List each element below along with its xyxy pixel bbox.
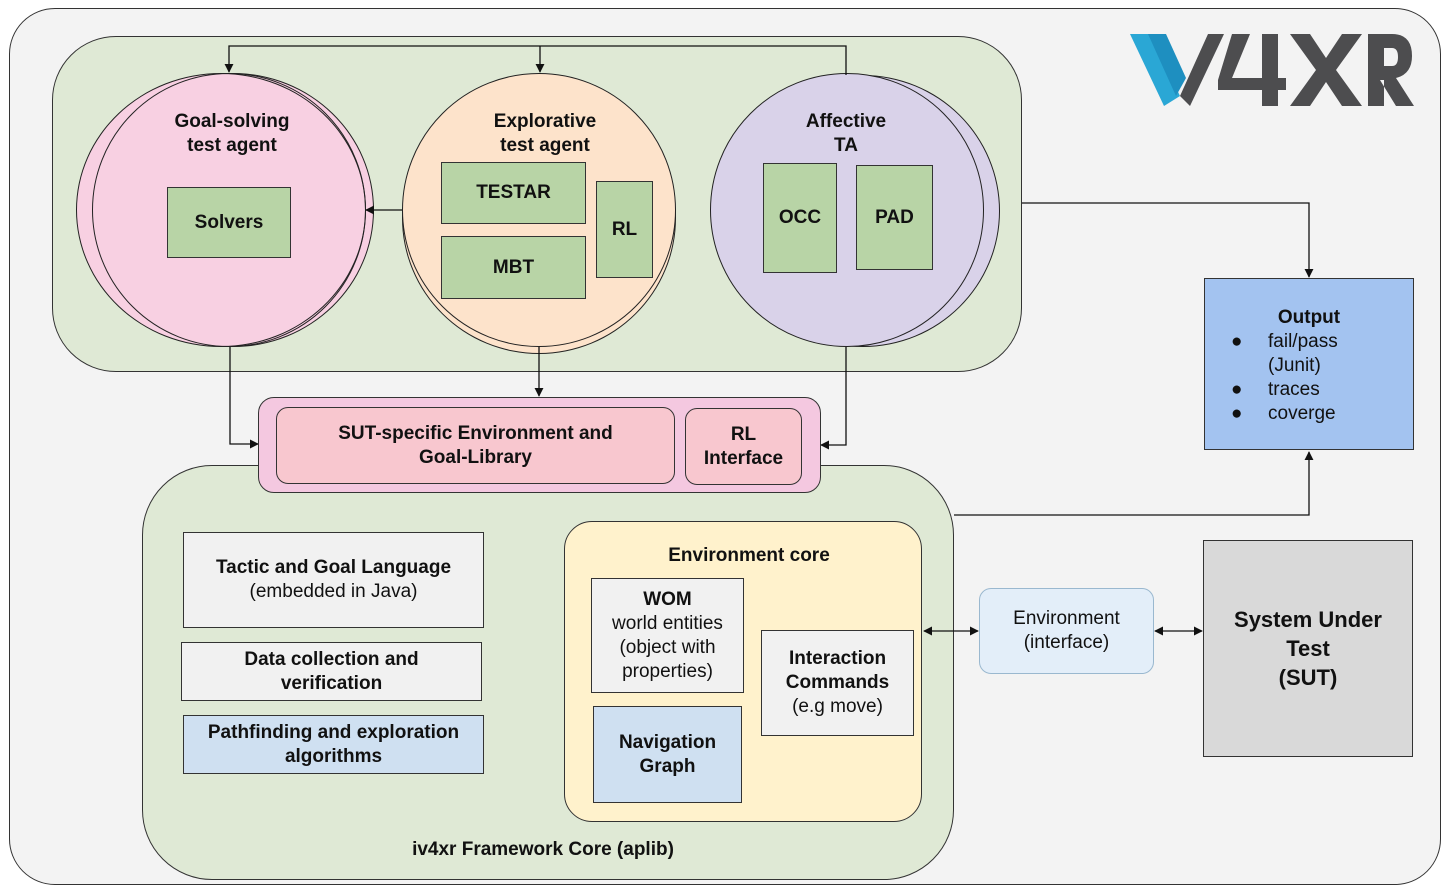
sut-line-1: System Under	[1234, 607, 1382, 632]
wom-line-1: world entities	[612, 612, 723, 634]
tactic-language-box: Tactic and Goal Language (embedded in Ja…	[183, 532, 484, 628]
bullet-icon: ●	[1231, 379, 1243, 400]
sut-box: System Under Test (SUT)	[1203, 540, 1413, 757]
pathfinding-line-1: Pathfinding and exploration	[207, 721, 460, 743]
affective-agent-circle	[710, 73, 984, 347]
testar-label: TESTAR	[476, 182, 551, 203]
data-collection-line-2: verification	[280, 672, 383, 694]
rl-interface-box: RL Interface	[685, 408, 802, 485]
interaction-commands-line-1: Interaction	[788, 648, 887, 669]
framework-core-title: iv4xr Framework Core (aplib)	[412, 839, 674, 860]
environment-interface-line-2: (interface)	[1023, 632, 1110, 653]
affective-agent-title-line-2: TA	[834, 135, 858, 156]
rl-box: RL	[596, 181, 653, 278]
data-collection-line-1: Data collection and	[244, 648, 419, 670]
mbt-label: MBT	[492, 256, 535, 278]
navigation-graph-box: Navigation Graph	[593, 706, 742, 803]
wom-title: WOM	[643, 588, 692, 610]
data-collection-box: Data collection and verification	[181, 642, 482, 701]
solvers-label: Solvers	[194, 211, 264, 233]
output-item-line: (Junit)	[1268, 355, 1321, 376]
wom-line-2: (object with	[619, 636, 716, 658]
environment-interface-line-1: Environment	[1013, 608, 1120, 629]
solvers-box: Solvers	[167, 187, 291, 258]
tactic-language-title: Tactic and Goal Language	[215, 557, 452, 578]
goal-agent-title-line-1: Goal-solving	[174, 111, 290, 132]
interaction-commands-box: Interaction Commands (e.g move)	[761, 630, 914, 736]
tactic-language-subtitle: (embedded in Java)	[249, 581, 418, 602]
affective-agent-title: Affective TA	[746, 110, 946, 158]
pad-label: PAD	[875, 206, 914, 228]
bullet-icon: ●	[1231, 403, 1243, 424]
pathfinding-line-2: algorithms	[284, 745, 383, 767]
interaction-commands-line-3: (e.g move)	[792, 696, 883, 717]
occ-box: OCC	[763, 163, 837, 273]
testar-box: TESTAR	[441, 162, 586, 224]
wom-line-3: properties)	[622, 660, 713, 682]
wom-box: WOM world entities (object with properti…	[591, 578, 744, 693]
rl-interface-line-1: RL	[730, 423, 757, 445]
output-item-coverge: ● coverge	[1205, 402, 1413, 426]
sut-line-2: Test	[1286, 636, 1330, 661]
bullet-icon: ●	[1231, 331, 1243, 352]
environment-core-title: Environment core	[668, 545, 830, 566]
rl-interface-line-2: Interface	[703, 447, 784, 469]
navigation-graph-line-2: Graph	[639, 755, 696, 777]
sut-environment-line-2: Goal-Library	[419, 446, 532, 468]
goal-agent-title-line-2: test agent	[187, 135, 277, 156]
goal-agent-title: Goal-solving test agent	[132, 110, 332, 158]
output-title: Output	[1277, 307, 1341, 328]
output-box: Output ● fail/pass (Junit) ● traces ● co…	[1204, 278, 1414, 450]
sut-line-3: (SUT)	[1278, 665, 1338, 690]
output-list: ● fail/pass (Junit) ● traces ● coverge	[1205, 330, 1413, 426]
affective-agent-title-line-1: Affective	[805, 111, 887, 132]
output-item-line: traces	[1268, 379, 1320, 400]
rl-label: RL	[611, 218, 638, 240]
output-item-line: fail/pass	[1268, 331, 1338, 352]
pathfinding-box: Pathfinding and exploration algorithms	[183, 715, 484, 774]
output-item-line: coverge	[1268, 403, 1336, 424]
pad-box: PAD	[856, 165, 933, 270]
mbt-box: MBT	[441, 236, 586, 299]
occ-label: OCC	[778, 207, 822, 228]
sut-environment-box: SUT-specific Environment and Goal-Librar…	[276, 407, 675, 484]
navigation-graph-line-1: Navigation	[618, 731, 717, 753]
output-item-traces: ● traces	[1205, 378, 1413, 402]
explorative-agent-title: Explorative test agent	[445, 110, 645, 158]
output-item-fail-pass: ● fail/pass (Junit)	[1205, 330, 1413, 378]
explorative-agent-title-line-1: Explorative	[493, 111, 597, 132]
interaction-commands-line-2: Commands	[785, 672, 890, 693]
iv4xr-logo	[1130, 34, 1414, 106]
environment-interface-box: Environment (interface)	[979, 588, 1154, 674]
explorative-agent-title-line-2: test agent	[500, 135, 590, 156]
sut-environment-line-1: SUT-specific Environment and	[338, 422, 613, 444]
